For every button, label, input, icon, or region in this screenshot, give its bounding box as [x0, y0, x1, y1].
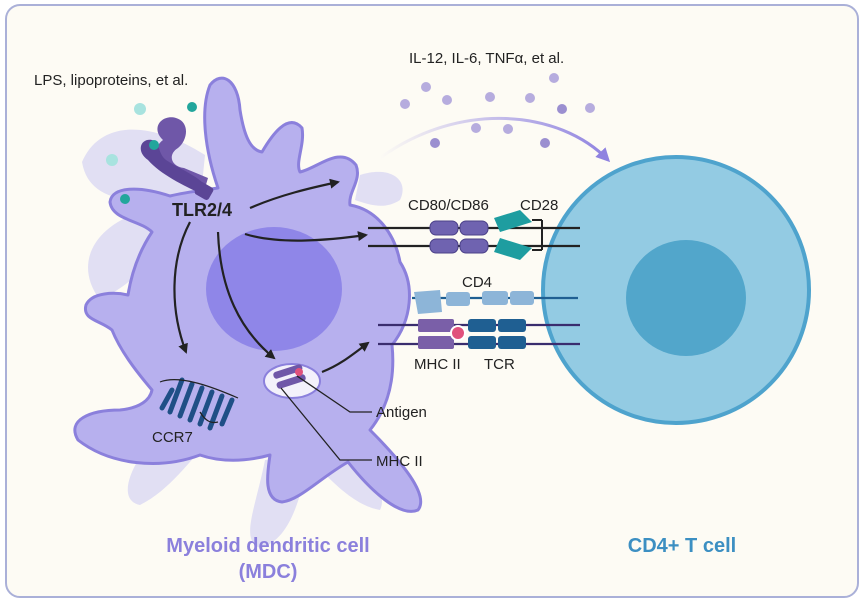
ligand-label: LPS, lipoproteins, et al.	[34, 72, 188, 89]
tcr-label: TCR	[484, 356, 515, 373]
arrow-to-ccr7	[173, 221, 191, 354]
cd80-cd86-molecule	[429, 220, 489, 254]
mhc-ii-surface-label: MHC II	[414, 356, 461, 373]
endosome	[263, 363, 321, 399]
tlr-label: TLR2/4	[172, 200, 232, 220]
tlr-receptor	[140, 117, 214, 200]
cd28-label: CD28	[520, 197, 558, 214]
mdc-nucleus	[206, 227, 342, 351]
mhc-ii-surface	[418, 319, 466, 349]
cd4-molecule	[414, 290, 534, 314]
callout-lines	[199, 375, 372, 461]
cd80-cd86-label: CD80/CD86	[408, 197, 489, 214]
cd28-molecule	[494, 210, 543, 260]
tcell-nucleus	[626, 240, 746, 356]
ccr7-membrane	[159, 379, 239, 399]
tcell-title: CD4+ T cell	[628, 535, 736, 557]
signal-arrows	[173, 178, 370, 374]
arrow-to-surface-mhc	[321, 341, 370, 374]
antigen-dot-inner	[295, 368, 303, 376]
arrow-to-costim	[244, 231, 368, 242]
mhc-ii-inner-label: MHC II	[376, 453, 423, 470]
antigen-label: Antigen	[376, 404, 427, 421]
cytokine-label: IL-12, IL-6, TNFα, et al.	[409, 50, 564, 67]
antigen-dot-surface	[450, 325, 466, 341]
ligand-particles	[106, 102, 197, 204]
mdc-title-line1: Myeloid dendritic cell	[166, 535, 369, 557]
cd4-label: CD4	[462, 274, 492, 291]
arrow-to-cytokines	[249, 178, 340, 210]
cytokine-arrow	[379, 116, 611, 163]
ccr7-receptor	[159, 377, 235, 431]
cytokine-particles	[400, 73, 595, 148]
ccr7-label: CCR7	[152, 429, 193, 446]
mdc-title-line2: (MDC)	[239, 561, 298, 583]
arrow-to-endosome	[216, 231, 276, 360]
tcr-molecule	[468, 319, 526, 349]
